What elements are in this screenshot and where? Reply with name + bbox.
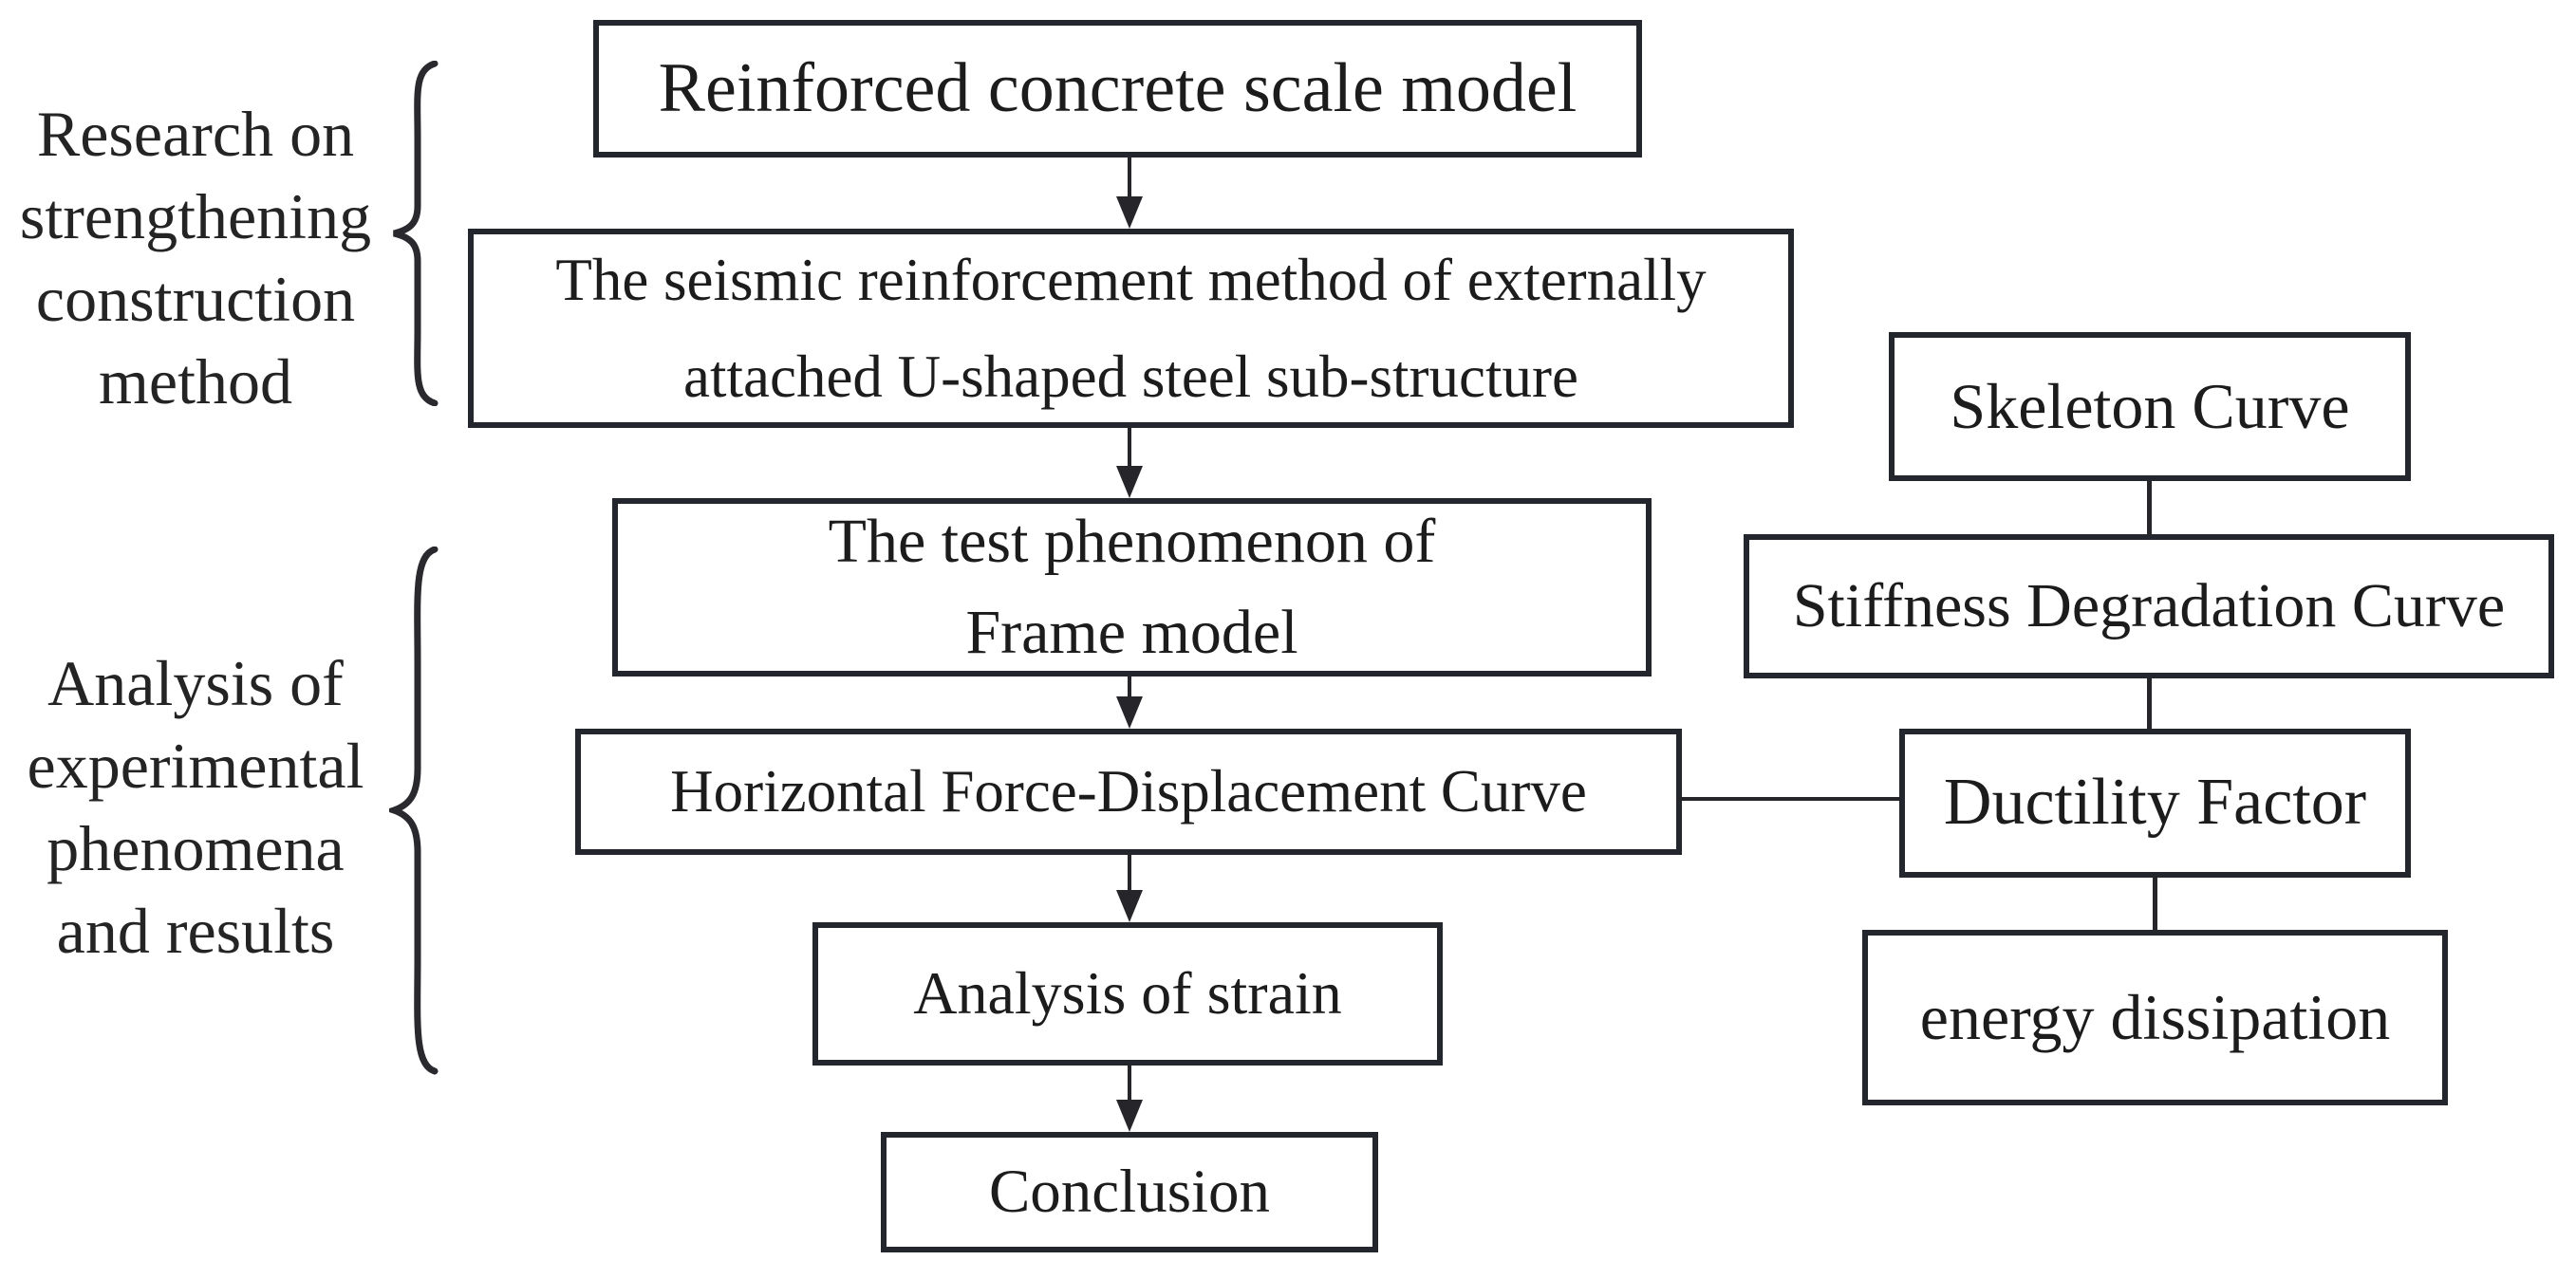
connector-line-horizontal bbox=[1676, 797, 1899, 801]
curly-brace bbox=[393, 61, 439, 406]
node-conclusion: Conclusion bbox=[881, 1132, 1378, 1252]
side-label-research-on-strengthening: Research on strengthening construction m… bbox=[19, 98, 372, 418]
node-stiffness-degradation-curve: Stiffness Degradation Curve bbox=[1744, 534, 2554, 678]
curly-brace bbox=[389, 547, 439, 1075]
node-energy-dissipation: energy dissipation bbox=[1862, 930, 2448, 1105]
connector-line-vertical bbox=[2147, 678, 2152, 731]
node-ductility-factor: Ductility Factor bbox=[1899, 729, 2411, 878]
flow-arrow-down bbox=[1113, 855, 1146, 922]
flow-arrow-down bbox=[1113, 1066, 1146, 1132]
connector-line-vertical bbox=[2153, 878, 2157, 932]
flow-arrow-down bbox=[1113, 428, 1146, 498]
side-label-analysis-of-experimental: Analysis of experimental phenomena and r… bbox=[27, 647, 364, 968]
flow-arrow-down bbox=[1113, 158, 1146, 229]
node-analysis-of-strain: Analysis of strain bbox=[812, 922, 1443, 1066]
node-test-phenomenon-frame-model: The test phenomenon of Frame model bbox=[612, 498, 1652, 677]
node-skeleton-curve: Skeleton Curve bbox=[1889, 332, 2411, 481]
node-horizontal-force-displacement-curve: Horizontal Force-Displacement Curve bbox=[575, 729, 1682, 855]
connector-line-vertical bbox=[2147, 481, 2152, 536]
flow-arrow-down bbox=[1113, 677, 1146, 729]
node-seismic-reinforcement-method: The seismic reinforcement method of exte… bbox=[468, 229, 1794, 428]
node-reinforced-concrete-scale-model: Reinforced concrete scale model bbox=[593, 20, 1642, 158]
